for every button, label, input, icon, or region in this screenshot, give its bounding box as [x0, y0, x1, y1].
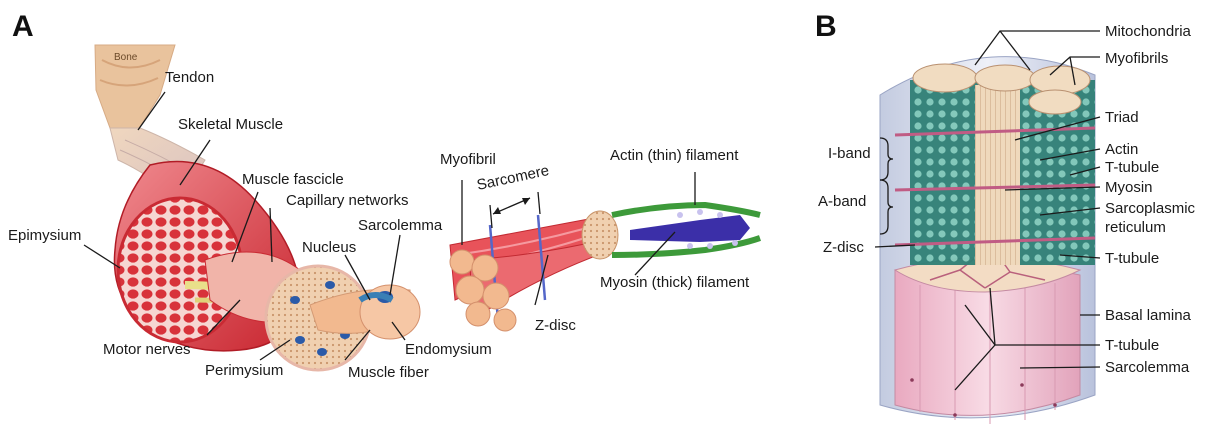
actin-label: Actin: [1105, 141, 1138, 158]
actin-filament-label: Actin (thin) filament: [610, 147, 739, 164]
myofibril-end-disc: [582, 211, 618, 259]
capillary-networks-label: Capillary networks: [286, 192, 409, 209]
muscle-fascicle-label: Muscle fascicle: [242, 171, 344, 188]
endomysium-label: Endomysium: [405, 341, 492, 358]
basal-lamina-label: Basal lamina: [1105, 307, 1192, 324]
t-tubule-label-2: T-tubule: [1105, 250, 1159, 267]
nucleus-label: Nucleus: [302, 239, 356, 256]
myosin-filament-shape: [630, 215, 750, 242]
sarcoplasmic-label: Sarcoplasmic: [1105, 200, 1196, 217]
myofibril-label: Myofibril: [440, 151, 496, 168]
panel-b: B: [815, 10, 1196, 424]
mitochondria-label: Mitochondria: [1105, 23, 1192, 40]
myosin-filament-label: Myosin (thick) filament: [600, 274, 750, 291]
reticulum-label: reticulum: [1105, 219, 1166, 236]
perimysium-label: Perimysium: [205, 362, 283, 379]
sarcolemma-label-a: Sarcolemma: [358, 217, 443, 234]
t-tubule-label-1: T-tubule: [1105, 159, 1159, 176]
a-band-label: A-band: [818, 193, 866, 210]
i-band-label: I-band: [828, 145, 871, 162]
z-disc-label-b: Z-disc: [823, 239, 864, 256]
myosin-label: Myosin: [1105, 179, 1153, 196]
bone-label: Bone: [114, 52, 138, 63]
t-tubule-label-3: T-tubule: [1105, 337, 1159, 354]
z-disc-label-a: Z-disc: [535, 317, 576, 334]
motor-nerves-label: Motor nerves: [103, 341, 191, 358]
sarcolemma-label-b: Sarcolemma: [1105, 359, 1190, 376]
myofibrils-label: Myofibrils: [1105, 50, 1168, 67]
muscle-fiber-label: Muscle fiber: [348, 364, 429, 381]
panel-b-letter: B: [815, 10, 837, 43]
panel-a-letter: A: [12, 10, 34, 43]
filaments: [612, 205, 760, 255]
tendon-label: Tendon: [165, 69, 214, 86]
skeletal-muscle-label: Skeletal Muscle: [178, 116, 283, 133]
panel-a: A Bone: [8, 10, 760, 381]
triad-label: Triad: [1105, 109, 1139, 126]
epimysium-label: Epimysium: [8, 227, 81, 244]
